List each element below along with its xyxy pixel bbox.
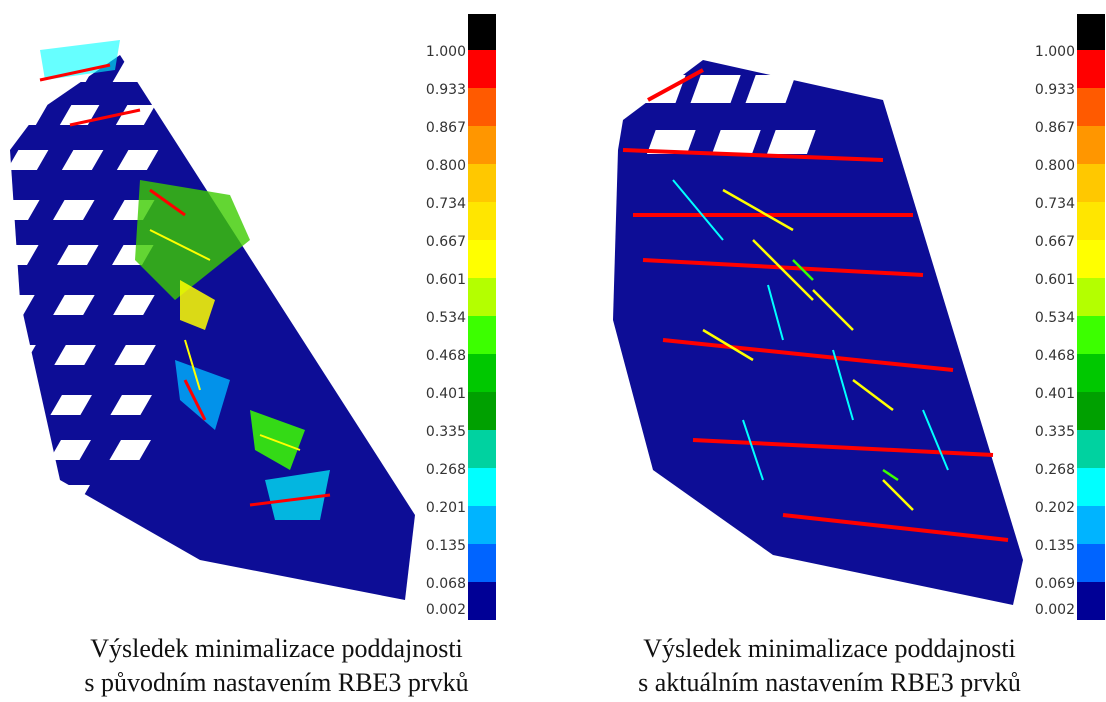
right-caption-line2: s aktuálním nastavením RBE3 prvků bbox=[638, 668, 1021, 697]
right-scale-label: 0.002 bbox=[1034, 602, 1075, 618]
right-panel: 1.000 0.933 0.867 0.800 0.734 0.667 0.60… bbox=[553, 0, 1106, 702]
left-grid-structure bbox=[0, 55, 415, 600]
left-scale-label: 0.468 bbox=[425, 348, 466, 364]
right-hotspots bbox=[622, 68, 1009, 542]
left-density-render bbox=[0, 40, 415, 600]
right-scale-label: 0.202 bbox=[1034, 500, 1075, 516]
right-swatch bbox=[1077, 14, 1105, 50]
right-grid-structure bbox=[613, 60, 1023, 605]
right-scale-label: 0.468 bbox=[1034, 348, 1075, 364]
left-swatch bbox=[468, 126, 496, 164]
right-swatch bbox=[1077, 430, 1105, 468]
right-scale-label: 0.734 bbox=[1034, 196, 1075, 212]
left-swatch bbox=[468, 164, 496, 202]
left-swatch bbox=[468, 582, 496, 620]
left-scale-label: 0.002 bbox=[425, 602, 466, 618]
left-scale-label: 0.068 bbox=[425, 576, 466, 592]
left-swatch bbox=[468, 392, 496, 430]
left-swatch bbox=[468, 430, 496, 468]
right-caption-line1: Výsledek minimalizace poddajnosti bbox=[643, 634, 1016, 663]
left-swatch bbox=[468, 506, 496, 544]
right-color-scale: 1.000 0.933 0.867 0.800 0.734 0.667 0.60… bbox=[1023, 14, 1106, 626]
left-panel: 1.000 0.933 0.867 0.800 0.734 0.667 0.60… bbox=[0, 14, 553, 700]
right-swatch bbox=[1077, 50, 1105, 88]
left-swatch bbox=[468, 544, 496, 582]
left-scale-label: 0.401 bbox=[425, 386, 466, 402]
left-scale-label: 0.800 bbox=[425, 158, 466, 174]
left-scale-label: 0.601 bbox=[425, 272, 466, 288]
right-scale-label: 0.401 bbox=[1034, 386, 1075, 402]
right-scale-label: 0.135 bbox=[1034, 538, 1075, 554]
right-scale-label: 0.268 bbox=[1034, 462, 1075, 478]
right-swatch bbox=[1077, 506, 1105, 544]
right-scale-label: 0.800 bbox=[1034, 158, 1075, 174]
right-swatch bbox=[1077, 354, 1105, 392]
right-swatch bbox=[1077, 164, 1105, 202]
right-scale-label: 0.601 bbox=[1034, 272, 1075, 288]
right-swatch bbox=[1077, 126, 1105, 164]
right-scale-label: 0.667 bbox=[1034, 234, 1075, 250]
left-scale-label: 1.000 bbox=[425, 44, 466, 60]
right-swatch bbox=[1077, 88, 1105, 126]
left-swatch bbox=[468, 354, 496, 392]
left-scale-label: 0.335 bbox=[425, 424, 466, 440]
right-scale-label: 0.867 bbox=[1034, 120, 1075, 136]
left-swatch bbox=[468, 468, 496, 506]
right-scale-label: 1.000 bbox=[1034, 44, 1075, 60]
right-swatch bbox=[1077, 278, 1105, 316]
right-swatch bbox=[1077, 316, 1105, 354]
left-scale-label: 0.201 bbox=[425, 500, 466, 516]
left-swatch bbox=[468, 278, 496, 316]
left-swatch bbox=[468, 316, 496, 354]
right-density-render bbox=[613, 60, 1023, 605]
right-swatch bbox=[1077, 582, 1105, 620]
right-swatch bbox=[1077, 544, 1105, 582]
right-scale-label: 0.933 bbox=[1034, 82, 1075, 98]
left-hotspots bbox=[39, 40, 331, 520]
left-scale-label: 0.867 bbox=[425, 120, 466, 136]
left-scale-label: 0.667 bbox=[425, 234, 466, 250]
right-caption: Výsledek minimalizace poddajnosti s aktu… bbox=[553, 632, 1106, 700]
right-swatch bbox=[1077, 202, 1105, 240]
right-scale-label: 0.335 bbox=[1034, 424, 1075, 440]
left-caption: Výsledek minimalizace poddajnosti s půvo… bbox=[0, 632, 553, 700]
left-swatch bbox=[468, 202, 496, 240]
right-scale-bar bbox=[1077, 14, 1105, 620]
left-swatch bbox=[468, 240, 496, 278]
right-swatch bbox=[1077, 240, 1105, 278]
left-swatch bbox=[468, 88, 496, 126]
right-swatch bbox=[1077, 468, 1105, 506]
left-scale-label: 0.534 bbox=[425, 310, 466, 326]
left-caption-line1: Výsledek minimalizace poddajnosti bbox=[90, 634, 463, 663]
left-caption-line2: s původním nastavením RBE3 prvků bbox=[84, 668, 469, 697]
left-scale-label: 0.933 bbox=[425, 82, 466, 98]
left-color-scale: 1.000 0.933 0.867 0.800 0.734 0.667 0.60… bbox=[414, 14, 524, 626]
left-swatch bbox=[468, 50, 496, 88]
left-swatch bbox=[468, 14, 496, 50]
left-scale-label: 0.734 bbox=[425, 196, 466, 212]
left-scale-bar bbox=[468, 14, 496, 620]
right-swatch bbox=[1077, 392, 1105, 430]
left-scale-label: 0.135 bbox=[425, 538, 466, 554]
left-scale-label: 0.268 bbox=[425, 462, 466, 478]
right-scale-label: 0.534 bbox=[1034, 310, 1075, 326]
right-scale-label: 0.069 bbox=[1034, 576, 1075, 592]
